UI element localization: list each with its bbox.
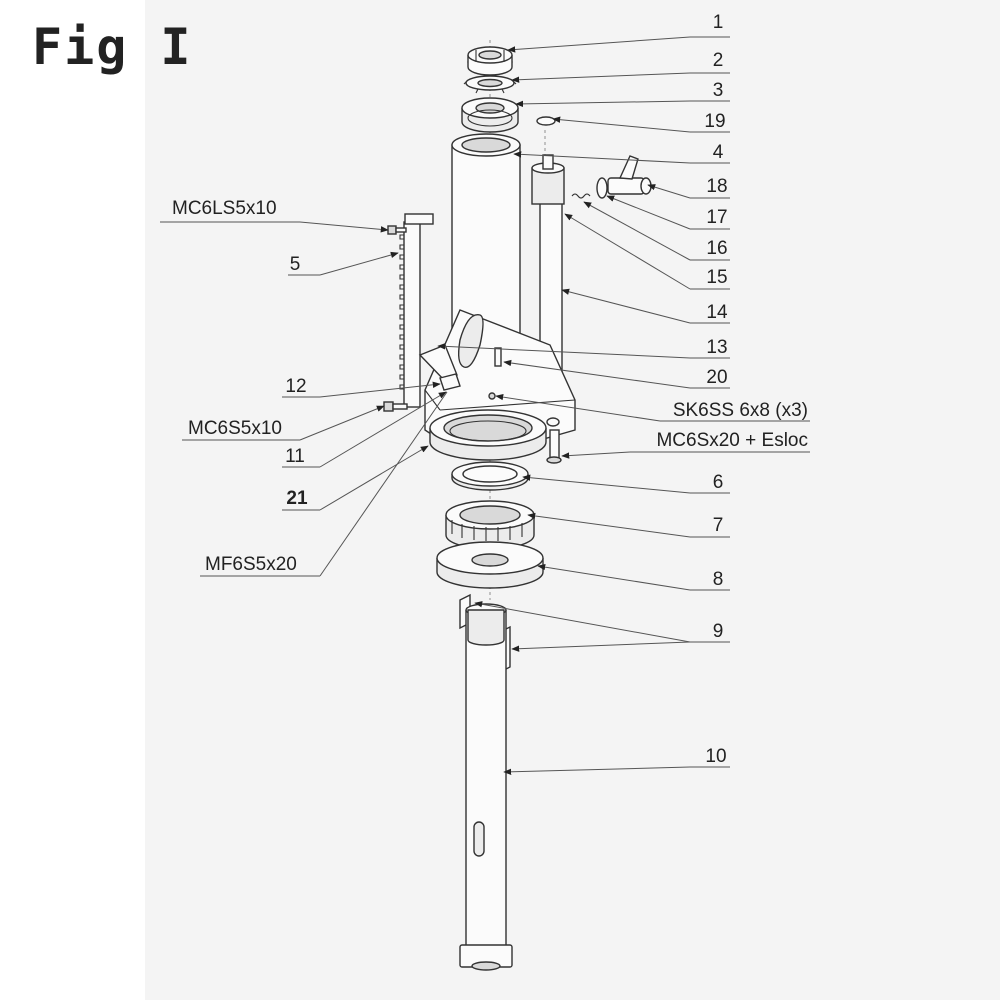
callout-14: 14 [561, 288, 730, 324]
callout-2: 2 [511, 50, 730, 83]
part-8-thrust-washer [436, 541, 544, 589]
callout-5: 5 [288, 251, 399, 276]
parts-drawing [383, 40, 652, 971]
part-5-rack [399, 213, 434, 408]
callout-label-mc6ls5x10: MC6LS5x10 [172, 198, 277, 219]
part-21-collar [429, 409, 547, 461]
callouts: 1 2 3 19 4 18 [160, 12, 810, 776]
callout-label-7: 7 [713, 515, 724, 536]
callout-12: 12 [282, 376, 441, 398]
drawing-background [145, 0, 1000, 1000]
part-12-lever [418, 344, 461, 391]
part-7-lower-bearing [445, 500, 535, 550]
part-2-tab-washer [463, 75, 517, 94]
callout-20: 20 [503, 359, 730, 389]
part-3-upper-bearing [461, 97, 519, 133]
callout-label-mf6s5x20: MF6S5x20 [205, 554, 297, 575]
callout-mc6s5x10: MC6S5x10 [182, 405, 385, 441]
part-17-washer [596, 177, 608, 199]
callout-label-15: 15 [706, 267, 727, 288]
callout-label-mc6s5x10: MC6S5x10 [188, 418, 282, 439]
callout-label-mc6sx20: MC6Sx20 + Esloc [656, 430, 808, 451]
callout-mc6ls5x10: MC6LS5x10 [160, 198, 389, 233]
callout-label-19: 19 [704, 111, 725, 132]
callout-19: 19 [552, 111, 730, 133]
callout-label-5: 5 [290, 254, 301, 275]
callout-sk6ss: SK6SS 6x8 (x3) [495, 393, 810, 422]
part-6-washer [451, 461, 529, 491]
part-19-ring [536, 116, 556, 126]
callout-label-17: 17 [706, 207, 727, 228]
callout-3: 3 [515, 80, 730, 108]
callout-15: 15 [564, 213, 730, 290]
callout-label-3: 3 [713, 80, 724, 101]
callout-label-10: 10 [705, 746, 726, 767]
callout-21: 21 [282, 445, 429, 511]
screw-mc6s5x10 [383, 401, 408, 412]
callout-label-16: 16 [706, 238, 727, 259]
callout-label-1: 1 [713, 12, 724, 33]
callout-label-9: 9 [713, 621, 724, 642]
callout-8: 8 [537, 563, 730, 591]
callout-mf6s5x20: MF6S5x20 [200, 391, 448, 577]
callout-label-18: 18 [706, 176, 727, 197]
callout-label-6: 6 [713, 472, 724, 493]
callout-13: 13 [437, 337, 730, 359]
callout-label-2: 2 [713, 50, 724, 71]
callout-label-11: 11 [285, 446, 305, 467]
callout-9: 9 [474, 601, 730, 652]
callout-11: 11 [282, 391, 447, 468]
callout-1: 1 [507, 12, 730, 53]
screw-mc6sx20 [546, 429, 562, 464]
callout-10: 10 [503, 746, 730, 776]
callout-label-8: 8 [713, 569, 724, 590]
callout-label-20: 20 [706, 367, 727, 388]
callout-label-13: 13 [706, 337, 727, 358]
part-16-spring [571, 193, 591, 199]
callout-label-12: 12 [285, 376, 306, 397]
part-1-castle-nut [467, 46, 513, 76]
callout-18: 18 [647, 176, 730, 199]
callout-6: 6 [522, 472, 730, 494]
callout-16: 16 [583, 201, 730, 261]
part-10-shaft [459, 603, 513, 971]
callout-label-14: 14 [706, 302, 728, 323]
callout-label-21: 21 [286, 488, 308, 509]
figure-title: Fig I [32, 18, 193, 76]
callout-7: 7 [527, 512, 730, 538]
callout-label-4: 4 [713, 142, 724, 163]
callout-4: 4 [513, 142, 730, 164]
callout-label-sk6ss: SK6SS 6x8 (x3) [673, 400, 808, 421]
part-18-knob [607, 155, 652, 195]
screw-mc6ls5x10 [387, 225, 407, 235]
callout-17: 17 [606, 195, 730, 230]
callout-mc6sx20: MC6Sx20 + Esloc [561, 430, 810, 459]
